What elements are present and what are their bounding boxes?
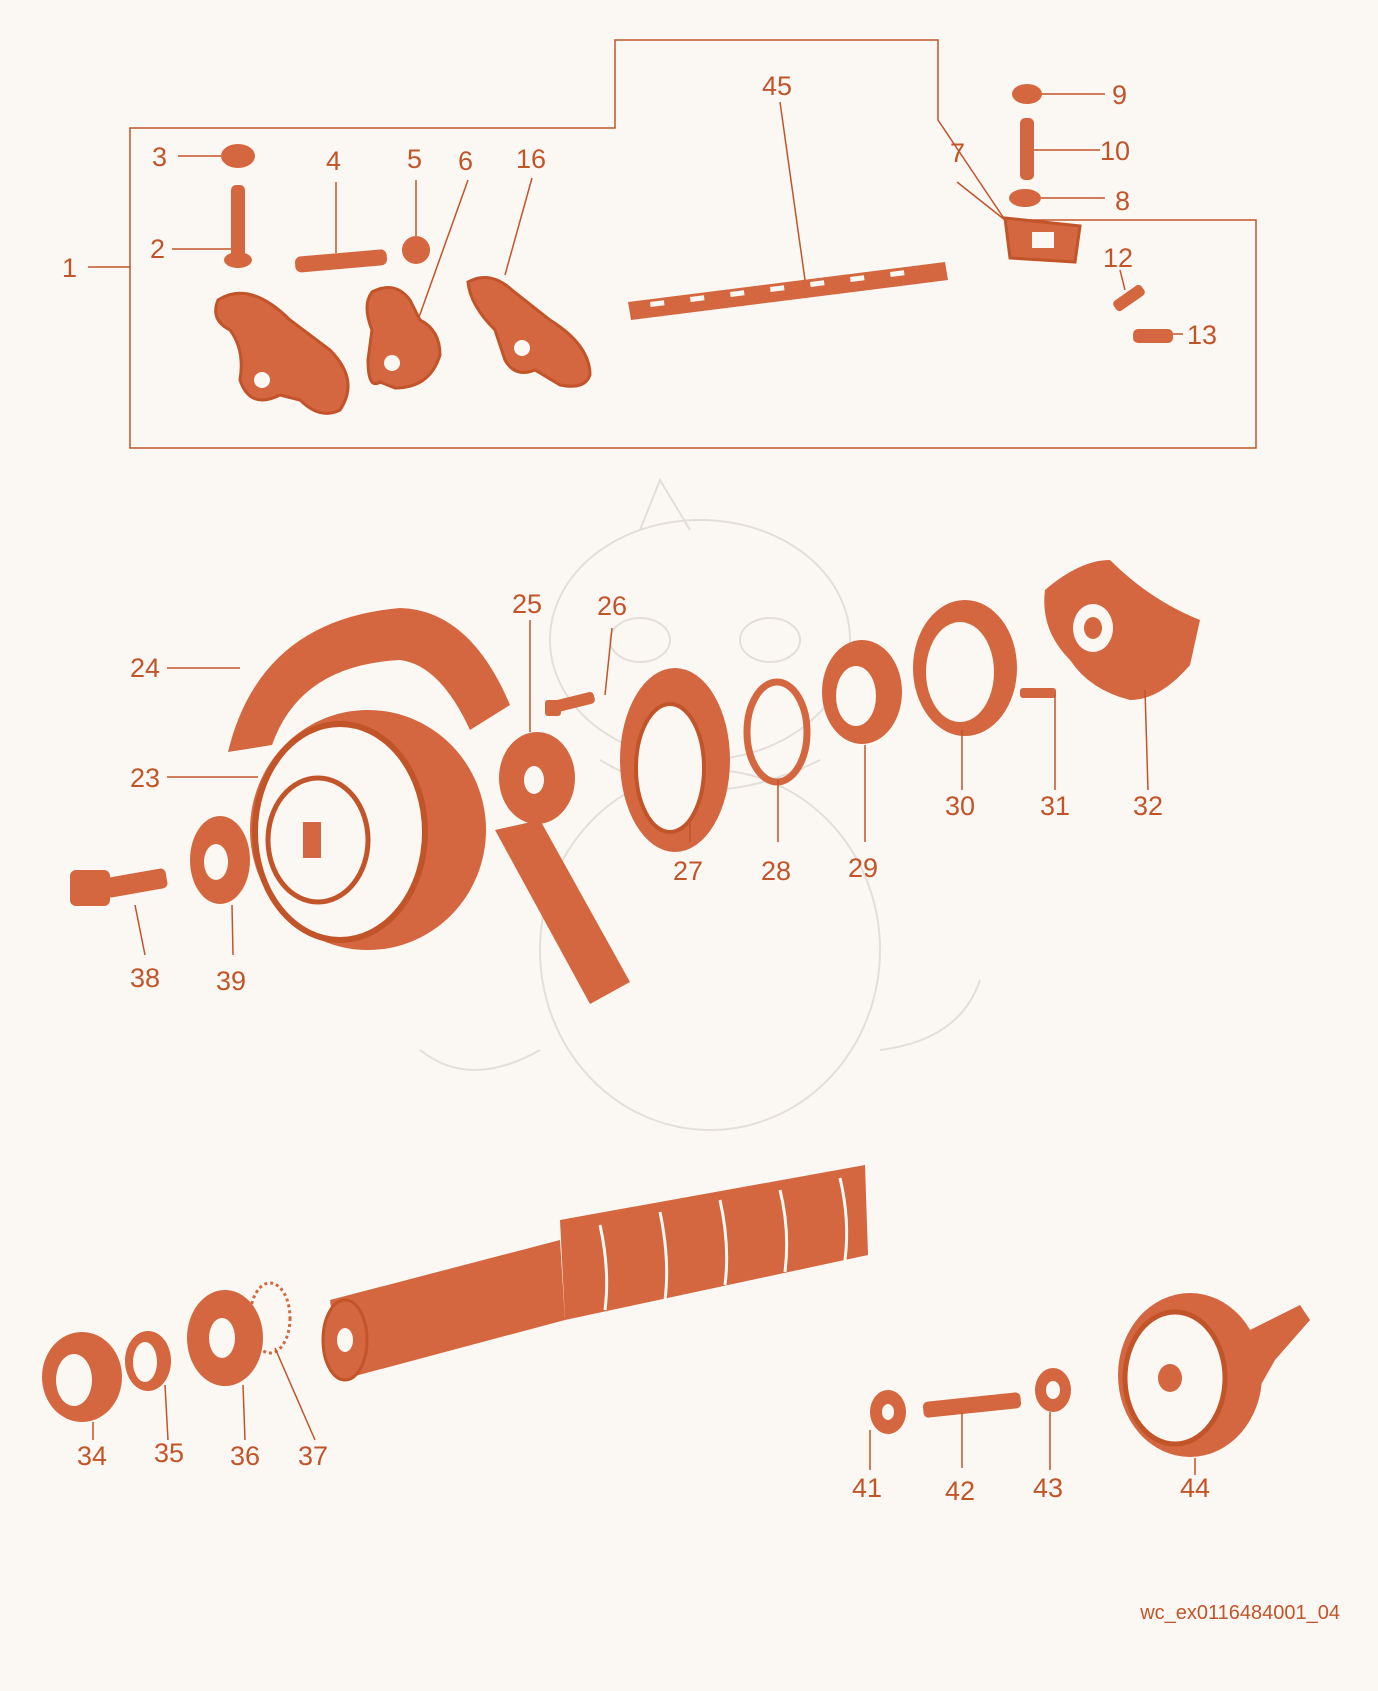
callout-24: 24: [130, 653, 160, 683]
part-camshaft: [321, 1165, 868, 1382]
part-7-bracket-block: [956, 181, 1082, 264]
callout-35: 35: [154, 1438, 184, 1468]
part-27-housing: [620, 668, 730, 852]
callout-7: 7: [950, 138, 965, 168]
callout-labels: 1 2 3 4 5 6 16 45 7 9 10 8 12 13 24 23 2…: [62, 71, 1217, 1506]
part-13-screw: [1133, 329, 1183, 343]
part-28-o-ring: [743, 678, 811, 842]
part-2-adjust-screw: [172, 185, 252, 268]
callout-38: 38: [130, 963, 160, 993]
part-42-bolt: [922, 1392, 1022, 1468]
callout-3: 3: [152, 142, 167, 172]
rocker-assembly-bracket: [129, 39, 1257, 449]
callout-41: 41: [852, 1473, 882, 1503]
part-35-ring: [125, 1331, 171, 1441]
part-39-washer: [190, 816, 250, 956]
callout-13: 13: [1187, 320, 1217, 350]
part-10-stud: [1020, 118, 1100, 180]
callout-30: 30: [945, 791, 975, 821]
callout-27: 27: [673, 856, 703, 886]
callout-44: 44: [1180, 1473, 1210, 1503]
part-31-screw: [1020, 688, 1056, 790]
callout-8: 8: [1115, 186, 1130, 216]
callout-23: 23: [130, 763, 160, 793]
part-26-bolt: [545, 627, 613, 716]
callout-1: 1: [62, 253, 77, 283]
callout-43: 43: [1033, 1473, 1063, 1503]
part-29-seal: [822, 640, 902, 842]
part-32-distributor-drive: [1044, 560, 1200, 791]
figure-reference: wc_ex0116484001_04: [1140, 1602, 1340, 1624]
callout-32: 32: [1133, 791, 1163, 821]
part-30-plate: [913, 600, 1017, 790]
part-rocker-arm-left: [214, 291, 350, 415]
callout-42: 42: [945, 1476, 975, 1506]
part-24-timing-belt: [167, 608, 630, 1004]
part-5-ball: [402, 180, 430, 264]
callout-36: 36: [230, 1441, 260, 1471]
callout-31: 31: [1040, 791, 1070, 821]
callout-16: 16: [516, 144, 546, 174]
callout-9: 9: [1112, 80, 1127, 110]
callout-12: 12: [1103, 243, 1133, 273]
callout-28: 28: [761, 856, 791, 886]
part-45-rocker-shaft: [628, 101, 948, 320]
callout-5: 5: [407, 144, 422, 174]
part-6-rocker: [365, 179, 469, 390]
part-36-seal: [187, 1290, 263, 1441]
callout-29: 29: [848, 853, 878, 883]
callout-10: 10: [1100, 136, 1130, 166]
callout-39: 39: [216, 966, 246, 996]
part-8-washer: [1009, 189, 1105, 207]
callout-45: 45: [762, 71, 792, 101]
part-16-rocker-arm: [466, 177, 592, 388]
callout-4: 4: [326, 146, 341, 176]
part-34-bearing: [42, 1332, 122, 1440]
part-38-bolt: [70, 868, 168, 956]
callout-34: 34: [77, 1441, 107, 1471]
callout-37: 37: [298, 1441, 328, 1471]
part-43-washer: [1035, 1368, 1071, 1470]
part-41-nut: [869, 1390, 906, 1470]
callout-2: 2: [150, 234, 165, 264]
part-4-pin: [294, 182, 388, 273]
part-23-camshaft-gear: [167, 710, 486, 950]
part-25-idler: [499, 620, 575, 824]
callout-25: 25: [512, 589, 542, 619]
part-44-pulley: [1118, 1293, 1310, 1475]
callout-6: 6: [458, 146, 473, 176]
part-3-nut: [178, 144, 255, 168]
part-37-spring-ring: [248, 1281, 316, 1441]
part-9-nut: [1012, 84, 1105, 104]
callout-26: 26: [597, 591, 627, 621]
part-12-pin: [1113, 269, 1145, 312]
